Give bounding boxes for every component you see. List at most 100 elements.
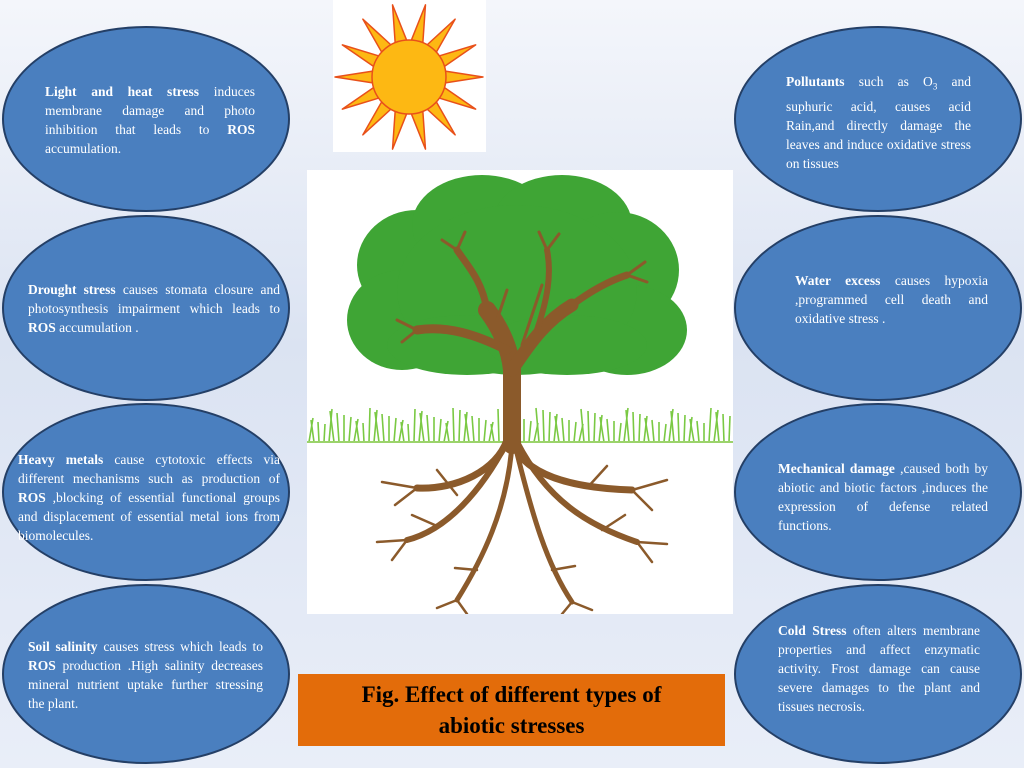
grass-blade — [445, 422, 450, 443]
grass-blade — [464, 413, 470, 443]
grass-blade — [438, 418, 442, 443]
grass-blade — [689, 418, 695, 443]
grass-blade — [398, 419, 404, 443]
water-excess-bubble — [734, 215, 1022, 401]
grass-blade — [623, 407, 629, 443]
grass — [308, 407, 731, 443]
grass-blade — [355, 420, 360, 443]
grass-blade — [458, 409, 461, 443]
grass-blade — [618, 422, 622, 443]
grass-blade — [443, 420, 449, 443]
grass-blade — [561, 417, 565, 443]
grass-blade — [393, 417, 397, 443]
grass-blade — [632, 411, 635, 443]
tree-canopy — [347, 175, 687, 375]
grass-blade — [407, 423, 410, 443]
grass-blade — [373, 409, 378, 443]
mechanical-damage-bubble — [734, 403, 1022, 581]
grass-blade — [381, 413, 385, 443]
soil-salinity-text: Soil salinity causes stress which leads … — [28, 639, 263, 711]
grass-blade — [528, 420, 532, 443]
pollutants-bubble — [734, 26, 1022, 212]
grass-blade — [599, 416, 605, 443]
grass-blade — [452, 407, 455, 443]
caption-line-2: abiotic stresses — [438, 713, 585, 738]
grass-blade — [336, 412, 340, 443]
grass-blade — [353, 418, 359, 443]
grass-blade — [400, 421, 405, 443]
grass-blade — [308, 417, 314, 443]
grass-blade — [638, 413, 641, 443]
grass-blade — [696, 420, 700, 443]
sun-ray — [410, 109, 427, 150]
grass-blade — [471, 415, 475, 443]
grass-blade — [651, 419, 655, 443]
sun-ray — [391, 109, 408, 150]
grass-blade — [497, 408, 500, 443]
grass-blade — [323, 423, 326, 443]
grass-blade — [310, 419, 315, 443]
grass-blade — [598, 414, 603, 443]
grass-blade — [715, 411, 720, 443]
grass-blade — [413, 408, 416, 443]
grass-blade — [368, 407, 371, 443]
grass-blade — [683, 414, 686, 443]
grass-blade — [670, 410, 675, 443]
grass-blade — [625, 409, 630, 443]
pollutants-text: Pollutants such as O3 and suphuric acid,… — [786, 74, 971, 171]
grass-blade — [593, 412, 596, 443]
grass-blade — [328, 408, 333, 443]
grass-blade — [728, 415, 731, 443]
sun-ray — [443, 70, 484, 84]
grass-blade — [483, 419, 487, 443]
grass-blade — [606, 418, 610, 443]
grass-blade — [587, 410, 590, 443]
grass-blade — [677, 412, 680, 443]
soil-salinity-bubble — [2, 584, 290, 764]
grass-blade — [573, 421, 577, 443]
sun-panel — [333, 0, 486, 152]
cold-stress-bubble — [734, 584, 1022, 764]
tree-illustration — [307, 170, 733, 616]
grass-blade — [362, 422, 365, 443]
grass-blade — [535, 407, 540, 443]
grass-blade — [708, 407, 712, 443]
drought-stress-bubble — [2, 215, 290, 401]
grass-blade — [374, 411, 380, 443]
heavy-metals-bubble — [2, 403, 290, 581]
mechanical-damage-text: Mechanical damage ,caused both by abioti… — [778, 461, 989, 533]
grass-blade — [426, 414, 430, 443]
cold-stress-text: Cold Stress often alters membrane proper… — [778, 623, 981, 714]
sun-ray — [410, 4, 427, 45]
heavy-metals-text: Heavy metals cause cytotoxic effects via… — [18, 452, 280, 543]
grass-blade — [418, 410, 423, 443]
grass-blade — [643, 415, 648, 443]
grass-blade — [644, 417, 650, 443]
grass-blade — [463, 411, 468, 443]
grass-blade — [663, 423, 667, 443]
grass-blade — [580, 408, 585, 443]
grass-blade — [348, 416, 352, 443]
grass-blade — [548, 411, 551, 443]
water-excess-text: Water excess causes hypoxia ,programmed … — [795, 273, 988, 326]
roots — [375, 436, 669, 616]
caption-line-1: Fig. Effect of different types of — [361, 682, 662, 707]
figure-caption: Fig. Effect of different types of abioti… — [298, 674, 725, 746]
sun-ray — [334, 70, 375, 84]
grass-blade — [317, 421, 320, 443]
grass-blade — [688, 416, 693, 443]
tree-trunk — [395, 230, 649, 454]
grass-blade — [419, 412, 425, 443]
light-heat-stress-bubble — [2, 26, 290, 212]
grass-blade — [553, 413, 558, 443]
sun-ray — [391, 4, 408, 45]
grass-blade — [554, 415, 560, 443]
grass-blade — [713, 409, 719, 443]
light-heat-stress-text: Light and heat stress induces membrane d… — [45, 84, 255, 156]
grass-blade — [542, 409, 545, 443]
drought-stress-text: Drought stress causes stomata closure an… — [28, 282, 280, 335]
grass-blade — [490, 423, 495, 443]
grass-blade — [668, 408, 674, 443]
grass-blade — [329, 410, 335, 443]
sun-icon — [334, 4, 484, 150]
